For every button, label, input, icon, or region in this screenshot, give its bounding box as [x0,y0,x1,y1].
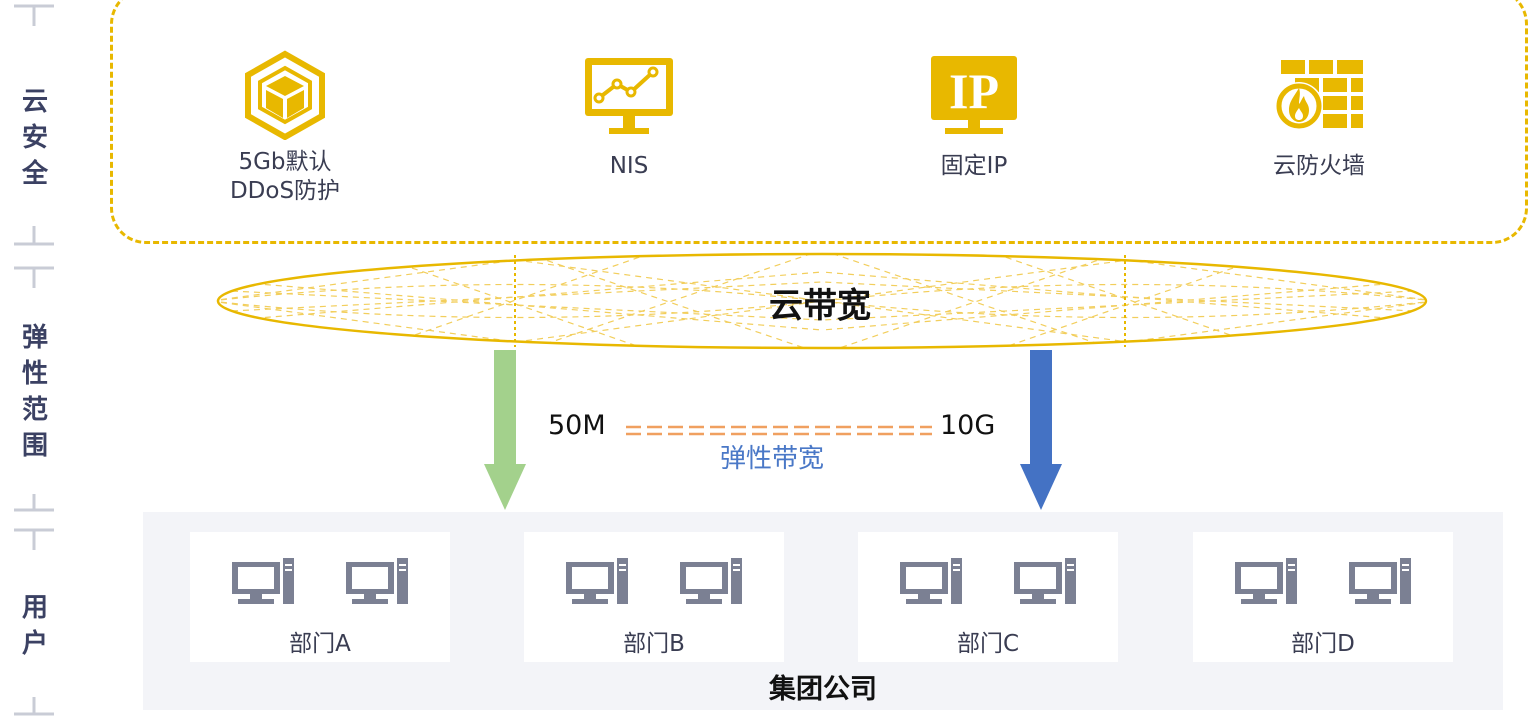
arrow-down-green [484,350,526,510]
cloud-security-box [110,0,1528,244]
elastic-range-dashes [626,425,932,436]
security-item-label: 云防火墙 [1273,153,1365,179]
department-name: 部门A [289,631,351,657]
security-item-fixed-ip: IP 固定IP [874,56,1074,181]
bandwidth-max-value: 10G [940,410,996,441]
security-item-label: 固定IP [940,153,1008,179]
security-item-nis: NIS [529,56,729,181]
bandwidth-min-value: 50M [548,410,606,441]
department-d: 部门D [1193,532,1453,662]
cloud-bandwidth-title: 云带宽 [769,286,871,326]
computer-pair-icon [900,558,1076,604]
arrow-down-blue [1020,350,1062,510]
department-name: 部门C [956,631,1020,657]
cloud-bandwidth-ellipse [216,252,1428,350]
elastic-bandwidth-label: 弹性带宽 [719,444,824,474]
department-c: 部门C [858,532,1118,662]
group-company-label: 集团公司 [769,674,877,705]
group-company-area: 部门A 部门B [143,512,1503,710]
cube-hexagon-icon [245,50,325,140]
department-a: 部门A [190,532,450,662]
security-item-label: 5Gb默认 DDoS防护 [229,149,341,204]
ip-monitor-icon: IP [931,56,1017,134]
ip-icon-text: IP [949,63,999,119]
security-item-ddos: 5Gb默认 DDoS防护 [185,50,385,206]
firewall-icon [1275,60,1363,130]
department-name: 部门D [1291,631,1355,657]
side-axis-ticks [14,4,54,716]
computer-pair-icon [566,558,742,604]
side-label-cloud-security: 云 安 全 [21,87,48,189]
security-item-label: NIS [609,153,649,179]
computer-pair-icon [1235,558,1411,604]
computer-pair-icon [232,558,408,604]
department-name: 部门B [623,631,685,657]
department-b: 部门B [524,532,784,662]
monitor-chart-icon [585,58,673,134]
side-label-user: 用 户 [21,593,48,659]
security-item-firewall: 云防火墙 [1219,58,1419,181]
side-label-elastic-range: 弹 性 范 围 [21,323,48,461]
